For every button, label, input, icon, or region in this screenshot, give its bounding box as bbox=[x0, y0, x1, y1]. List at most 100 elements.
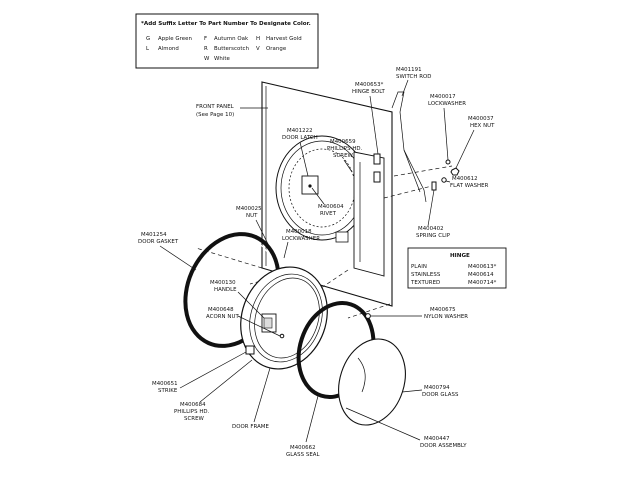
legend-code-g: G bbox=[146, 36, 150, 42]
glass-seal-leader bbox=[305, 395, 319, 443]
door-frame-leader bbox=[253, 367, 271, 423]
glass-seal-label: GLASS SEAL bbox=[286, 452, 320, 458]
switch-rod-part-number: M401191 bbox=[396, 67, 422, 73]
hinge-bracket bbox=[353, 151, 385, 277]
door-latch-leader bbox=[299, 141, 309, 177]
legend-code-v: V bbox=[256, 46, 260, 52]
door-frame-outer bbox=[240, 266, 328, 370]
switch-rod-drawing bbox=[391, 91, 427, 203]
phillips-screw-top-part-number: M400659 bbox=[330, 139, 356, 145]
legend-name-f: Autumn Oak bbox=[214, 36, 249, 42]
door-frame-inner bbox=[249, 273, 323, 363]
hinge-table-title: HINGE bbox=[450, 253, 470, 259]
hinge-row-part-2: M400614 bbox=[468, 272, 494, 278]
legend-name-l: Almond bbox=[158, 46, 179, 52]
hinge-row-part-3: M400714* bbox=[468, 280, 497, 286]
hex-nut-leader bbox=[455, 129, 475, 169]
strike-part bbox=[245, 345, 255, 355]
legend-code-f: F bbox=[204, 36, 207, 42]
strike-label: STRIKE bbox=[158, 388, 178, 394]
nylon-washer-part-number: M400675 bbox=[430, 307, 456, 313]
door-glass-label: DOOR GLASS bbox=[422, 392, 459, 398]
phillips-screw-bottom-label: PHILLIPS HD. bbox=[174, 409, 210, 415]
lockwasher-top-part-number: M400017 bbox=[430, 94, 456, 100]
nylon-washer-label: NYLON WASHER bbox=[424, 314, 468, 320]
handle-detail bbox=[263, 317, 273, 329]
lower-tab bbox=[335, 231, 349, 243]
rivet-part-number: M400604 bbox=[318, 204, 344, 210]
spring-clip-part bbox=[431, 181, 437, 191]
door-assembly-part-number: M400447 bbox=[424, 436, 450, 442]
color-legend: *Add Suffix Letter To Part Number To Des… bbox=[135, 13, 319, 69]
lockwasher-mid-part-number: M400018 bbox=[286, 229, 312, 235]
phillips-screw-bottom-part-number: M400684 bbox=[180, 402, 206, 408]
flat-washer-part bbox=[441, 177, 447, 183]
rivet-part bbox=[308, 184, 312, 188]
handle-label: HANDLE bbox=[214, 287, 237, 293]
flat-washer-label: FLAT WASHER bbox=[450, 183, 489, 189]
switch-rod-part bbox=[391, 91, 421, 193]
hex-nut-label: HEX NUT bbox=[470, 123, 495, 129]
door-glass-part bbox=[338, 338, 406, 426]
handle-leader bbox=[237, 291, 265, 319]
door-latch-label: DOOR LATCH bbox=[282, 135, 318, 141]
hinge-row-part-1: M400613* bbox=[468, 264, 497, 270]
spring-clip-part-number: M400402 bbox=[418, 226, 444, 232]
door-assembly-label: DOOR ASSEMBLY bbox=[420, 443, 467, 449]
hinge-bolt-part-number: M400653* bbox=[355, 82, 384, 88]
hinge-axis-line-2 bbox=[383, 185, 433, 199]
phillips-screw-top-label-2: SCREW bbox=[333, 153, 354, 159]
door-gasket-leader bbox=[159, 245, 197, 271]
hinge-row-label-1: PLAIN bbox=[411, 264, 427, 270]
door-gasket-label: DOOR GASKET bbox=[138, 239, 179, 245]
legend-code-r: R bbox=[204, 46, 208, 52]
front-panel-sublabel: (See Page 10) bbox=[196, 112, 234, 118]
legend-name-g: Apple Green bbox=[158, 36, 192, 42]
assembly-line-4 bbox=[317, 269, 349, 291]
glass-reflection bbox=[357, 357, 366, 393]
hinge-row-label-3: TEXTURED bbox=[410, 280, 440, 286]
hinge-bolt-leader bbox=[369, 95, 379, 155]
phillips-screw-bottom-leader bbox=[199, 359, 253, 403]
nut-leader bbox=[255, 219, 273, 253]
spring-clip-label: SPRING CLIP bbox=[416, 233, 451, 239]
lockwasher-mid-label: LOCKWASHER bbox=[282, 236, 320, 242]
door-latch-part-number: M401222 bbox=[287, 128, 313, 134]
hinge-bolt-part-2 bbox=[373, 171, 381, 183]
legend-box bbox=[135, 13, 319, 69]
rivet-label: RIVET bbox=[320, 211, 337, 217]
hinge-table-box bbox=[407, 247, 507, 289]
nylon-washer-part bbox=[365, 313, 371, 319]
handle-part-number: M400130 bbox=[210, 280, 236, 286]
spring-clip-leader bbox=[427, 189, 435, 227]
legend-name-h: Harvest Gold bbox=[266, 36, 302, 42]
door-frame-label: DOOR FRAME bbox=[232, 424, 270, 430]
phillips-screw-top-leader bbox=[343, 159, 353, 173]
phillips-screw-top-label: PHILLIPS HD. bbox=[327, 146, 363, 152]
legend-code-l: L bbox=[146, 46, 149, 52]
lockwasher-top-label: LOCKWASHER bbox=[428, 101, 466, 107]
acorn-nut-part-number: M400648 bbox=[208, 307, 234, 313]
lockwasher-mid-leader bbox=[283, 241, 289, 259]
acorn-nut-leader bbox=[237, 315, 281, 337]
flat-washer-part-number: M400612 bbox=[452, 176, 478, 182]
rivet-leader bbox=[311, 187, 325, 205]
hinge-axis-line bbox=[393, 165, 453, 177]
flat-washer-leader bbox=[445, 180, 451, 183]
nut-part-number: M400025 bbox=[236, 206, 262, 212]
legend-title: *Add Suffix Letter To Part Number To Des… bbox=[141, 21, 311, 27]
front-panel-label: FRONT PANEL bbox=[196, 104, 234, 110]
door-glass-leader bbox=[401, 389, 423, 393]
hinge-bolt-label: HINGE BOLT bbox=[352, 89, 386, 95]
assembly-line-3 bbox=[347, 303, 391, 319]
strike-part-number: M400651 bbox=[152, 381, 178, 387]
hex-nut-part bbox=[450, 167, 460, 176]
lockwasher-top-leader bbox=[443, 107, 449, 161]
phillips-screw-bottom-label-2: SCREW bbox=[184, 416, 205, 422]
hinge-table: HINGE PLAIN M400613* STAINLESS M400614 T… bbox=[407, 247, 507, 289]
legend-code-h: H bbox=[256, 36, 260, 42]
door-frame-inner-2 bbox=[254, 277, 320, 359]
legend-name-w: White bbox=[214, 56, 231, 62]
door-gasket-part-number: M401254 bbox=[141, 232, 167, 238]
